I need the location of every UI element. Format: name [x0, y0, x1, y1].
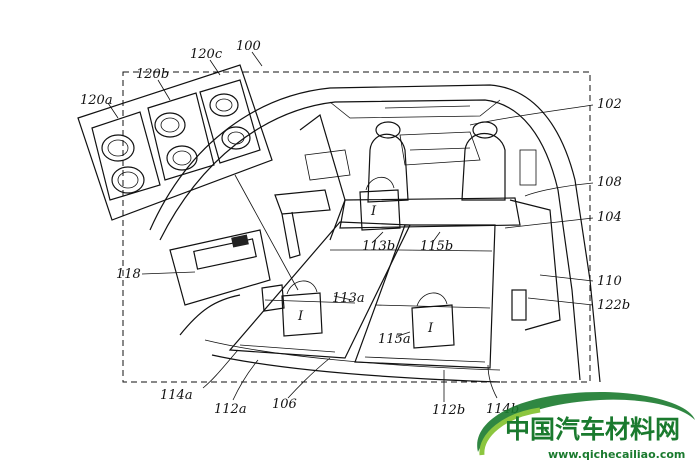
headrest-right — [472, 121, 498, 139]
left-wall-panel — [169, 229, 271, 306]
switch-block — [231, 234, 249, 248]
bag-2-mark: I — [297, 309, 304, 324]
bag-3-items — [416, 292, 448, 307]
dash-line — [409, 147, 471, 151]
divider-115b — [399, 249, 493, 252]
grocery-bag-2 — [281, 292, 323, 337]
right-trim — [509, 199, 561, 331]
label-115b: 115b — [420, 239, 453, 254]
label-120a: 120a — [80, 93, 113, 108]
floor-rail-left — [179, 294, 241, 336]
front-seat-right — [461, 133, 506, 201]
label-106: 106 — [272, 397, 297, 412]
label-108: 108 — [597, 175, 622, 190]
panel-edge-a — [239, 344, 336, 353]
bag-2-items — [286, 280, 318, 295]
label-112b: 112b — [432, 403, 465, 418]
floor-box — [261, 284, 285, 312]
headliner — [329, 99, 501, 119]
inset-pointer — [234, 174, 299, 291]
grocery-bag-1 — [359, 189, 401, 231]
side-panel-108 — [519, 149, 537, 186]
label-112a: 112a — [214, 402, 247, 417]
label-113b: 113b — [362, 239, 395, 254]
side-window-left — [304, 149, 351, 181]
floor-rail-front — [211, 354, 501, 383]
switch-panel-118 — [193, 238, 257, 270]
cargo-hook-122b — [511, 289, 527, 321]
label-110: 110 — [597, 274, 622, 289]
floor-rail-inner — [204, 339, 501, 371]
bag-1-items — [365, 176, 395, 191]
label-104: 104 — [597, 210, 622, 225]
rear-seat-back — [339, 197, 521, 229]
label-118: 118 — [116, 267, 141, 282]
leader-lines — [107, 51, 594, 402]
label-102: 102 — [597, 97, 622, 112]
label-100: 100 — [236, 39, 261, 54]
armrest-support — [281, 211, 301, 259]
headrest-left — [375, 121, 401, 139]
watermark-url: www.qichecailiao.com — [548, 448, 685, 461]
windshield — [399, 131, 481, 166]
label-115a: 115a — [378, 332, 411, 347]
bag-3-mark: I — [427, 321, 434, 336]
floor-panel-112b — [354, 224, 496, 369]
front-seat-left — [367, 133, 409, 203]
label-120c: 120c — [190, 47, 223, 62]
body-inner-outline — [159, 99, 581, 381]
bag-1-mark: I — [370, 204, 377, 219]
panel-edge-b — [364, 356, 486, 363]
label-122b: 122b — [597, 298, 630, 313]
label-113a: 113a — [332, 291, 365, 306]
label-114a: 114a — [160, 388, 193, 403]
armrest-left — [274, 189, 331, 215]
watermark-text: 中国汽车材料网 — [505, 415, 680, 444]
pillar-left — [299, 114, 346, 241]
watermark-logo — [477, 392, 695, 456]
roof-console — [384, 105, 471, 109]
label-120b: 120b — [136, 67, 169, 82]
grocery-bag-3 — [411, 304, 455, 349]
divider-113a — [264, 299, 356, 304]
switch-inset — [77, 64, 273, 221]
body-outline — [149, 84, 601, 383]
boundary-100 — [122, 71, 591, 383]
